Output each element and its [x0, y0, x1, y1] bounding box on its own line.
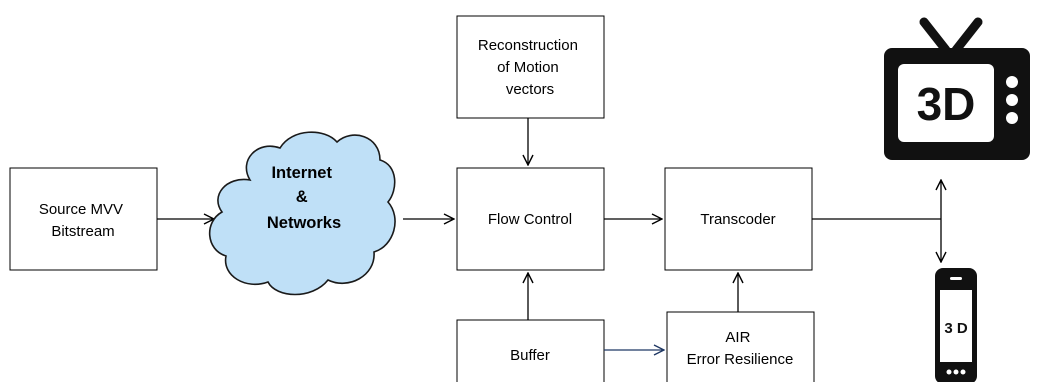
tv-3d-icon: 3D	[884, 17, 1030, 160]
air-line-2: Error Resilience	[687, 351, 794, 368]
air-line-1: AIR	[725, 329, 750, 346]
flow-control-box: Flow Control	[456, 167, 605, 271]
reconstruction-box: Reconstruction of Motion vectors	[456, 15, 605, 119]
buffer-label: Buffer	[510, 347, 550, 364]
air-error-resilience-box: AIR Error Resilience	[666, 311, 815, 382]
internet-networks-cloud: Internet & Networks	[208, 131, 396, 296]
reconstruction-line-1: Reconstruction	[478, 37, 578, 54]
cloud-line-2: &	[296, 188, 308, 206]
reconstruction-line-2: of Motion	[497, 59, 559, 76]
tv-3d-label: 3D	[917, 78, 976, 130]
svg-text:Source MVV Bitstream: Source MVV Bitstream	[39, 201, 127, 240]
cloud-line-1: Internet	[271, 164, 332, 182]
svg-text:Internet & Network: Internet & Networks	[267, 164, 341, 232]
svg-text:Reconstruction of Motion: Reconstruction of Motion vectors	[478, 37, 582, 98]
svg-text:AIR Error Resilience: AIR Error Resilience	[687, 329, 794, 368]
buffer-box: Buffer	[456, 319, 605, 382]
transcoder-box: Transcoder	[664, 167, 813, 271]
source-line-2: Bitstream	[51, 223, 114, 240]
flow-control-label: Flow Control	[488, 211, 572, 228]
phone-3d-icon: 3 D	[935, 268, 977, 382]
transcoder-label: Transcoder	[700, 211, 775, 228]
phone-3d-label: 3 D	[944, 320, 968, 337]
cloud-line-3: Networks	[267, 214, 341, 232]
source-line-1: Source MVV	[39, 201, 123, 218]
source-mvv-box: Source MVV Bitstream	[9, 167, 158, 271]
reconstruction-line-3: vectors	[506, 81, 554, 98]
